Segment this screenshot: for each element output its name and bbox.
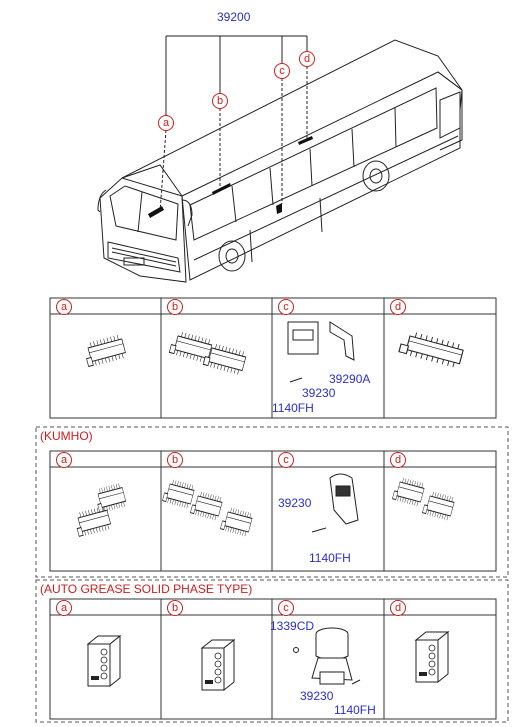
kumho-header-b: b bbox=[167, 452, 183, 468]
kumho-header-c: c bbox=[278, 452, 294, 468]
std-header-d: d bbox=[390, 299, 406, 315]
grease-table bbox=[49, 598, 497, 720]
kumho-header-d: d bbox=[390, 452, 406, 468]
kumho-table bbox=[49, 450, 497, 572]
grease-header-a: a bbox=[56, 600, 72, 616]
part-number-main: 39200 bbox=[217, 10, 251, 24]
std-label-1140fh: 1140FH bbox=[272, 401, 314, 415]
kumho-parts bbox=[72, 473, 456, 538]
grease-parts bbox=[87, 627, 449, 691]
grease-header-d: d bbox=[390, 600, 406, 616]
standard-table bbox=[49, 297, 497, 419]
std-header-a: a bbox=[56, 299, 72, 315]
grease-header-b: b bbox=[167, 600, 183, 616]
kumho-title: (KUMHO) bbox=[38, 429, 95, 443]
kumho-dashed-border bbox=[35, 426, 509, 578]
grease-label-1140fh: 1140FH bbox=[334, 703, 376, 717]
callout-a-bus: a bbox=[158, 115, 174, 131]
std-label-39230: 39230 bbox=[302, 386, 336, 400]
std-header-b: b bbox=[167, 299, 183, 315]
std-header-c: c bbox=[278, 299, 294, 315]
kumho-label-39230: 39230 bbox=[278, 496, 312, 510]
callout-c-bus: c bbox=[274, 63, 290, 79]
bus-illustration bbox=[97, 39, 463, 283]
grease-title: (AUTO GREASE SOLID PHASE TYPE) bbox=[38, 582, 255, 596]
bus-part-markers bbox=[148, 136, 313, 218]
callout-d-bus: d bbox=[299, 51, 315, 67]
standard-parts bbox=[82, 321, 465, 383]
kumho-label-1140fh: 1140FH bbox=[309, 551, 351, 565]
grease-label-1339cd: 1339CD bbox=[270, 619, 315, 633]
std-label-39290a: 39290A bbox=[329, 372, 371, 386]
grease-label-39230: 39230 bbox=[300, 689, 334, 703]
kumho-header-a: a bbox=[56, 452, 72, 468]
leader-lines bbox=[159, 35, 308, 213]
grease-dashed-border bbox=[35, 579, 509, 723]
callout-b-bus: b bbox=[212, 93, 228, 109]
grease-header-c: c bbox=[278, 600, 294, 616]
